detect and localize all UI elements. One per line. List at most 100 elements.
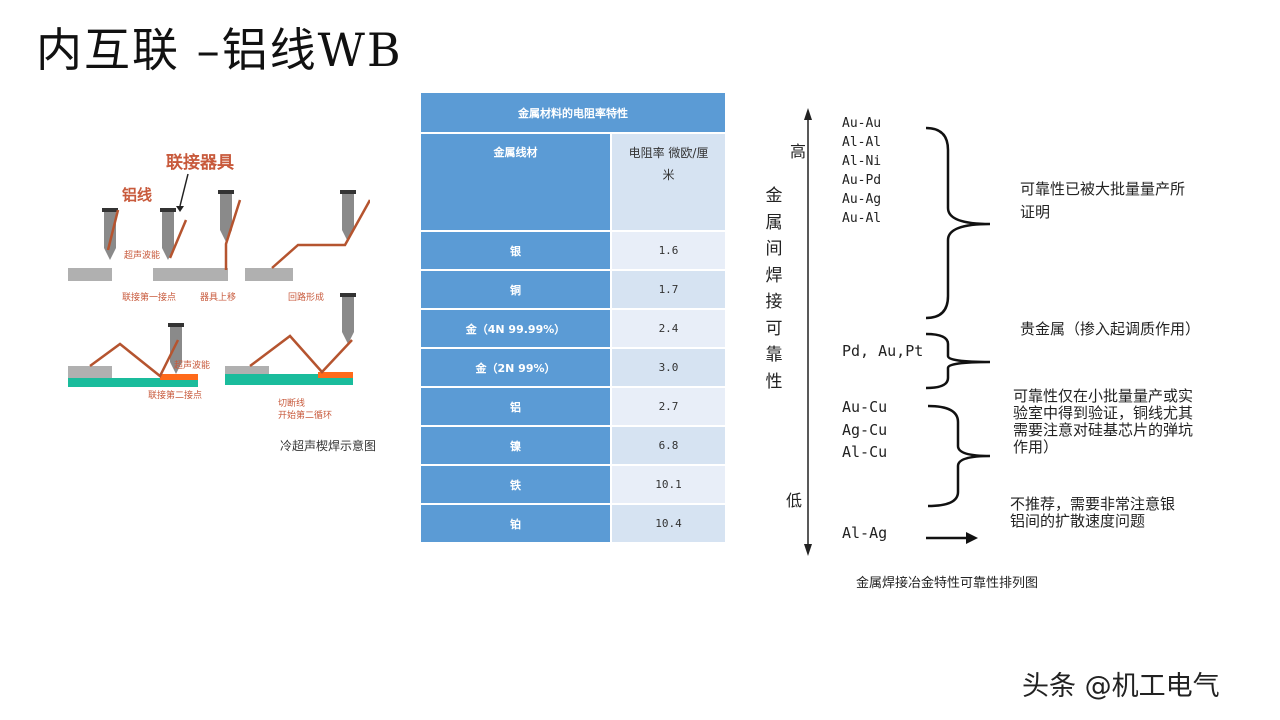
bracket-group2 — [925, 332, 991, 390]
note-line: 证明 — [1020, 203, 1051, 221]
alloy-item: Au-Al — [842, 211, 882, 226]
resistivity-cell: 10.1 — [612, 466, 725, 505]
group1-list: Au-Au Al-Al Al-Ni Au-Pd Au-Ag Au-Al — [842, 114, 881, 228]
next-cycle-label: 开始第二循环 — [278, 409, 332, 421]
group3-list: Au-Cu Ag-Cu Al-Cu — [842, 396, 887, 464]
material-cell: 银 — [421, 232, 612, 271]
bonding-tool — [218, 190, 234, 242]
vertical-char: 靠 — [765, 345, 783, 365]
alloy-item: Al-Cu — [842, 443, 888, 461]
high-label: 高 — [790, 142, 807, 161]
group2-list: Pd, Au,Pt — [842, 342, 924, 360]
material-cell: 铜 — [421, 271, 612, 310]
bond-pad — [318, 372, 353, 378]
watermark: 头条 @机工电气 — [1022, 671, 1220, 702]
alloy-item: Au-Pd — [842, 173, 882, 188]
alloy-item: Au-Cu — [842, 398, 888, 416]
table-title: 金属材料的电阻率特性 — [421, 93, 725, 134]
bonding-tool — [340, 293, 356, 344]
slide-title: 内互联 –铝线WB — [36, 23, 403, 77]
wedge-bonding-illustration: 联接器具 铝线 超声波能 联接第一接点 器具上移 回路形成 超声波能 联接第二接… — [68, 152, 370, 421]
resistivity-table: 金属材料的电阻率特性 金属线材 电阻率 微欧/厘 米 银 1.6 铜 1.7 金… — [421, 93, 725, 544]
bracket-group1 — [925, 126, 991, 320]
note-line: 可靠性已被大批量量产所 — [1020, 180, 1186, 198]
resistivity-cell: 1.6 — [612, 232, 725, 271]
table-row: 金（2N 99%） 3.0 — [421, 349, 725, 388]
tool-up-label: 器具上移 — [200, 291, 236, 303]
substrate-pad — [68, 268, 112, 281]
first-bond-label: 联接第一接点 — [122, 291, 176, 303]
table-row: 铁 10.1 — [421, 466, 725, 505]
substrate-pad — [185, 268, 228, 281]
resistivity-cell: 6.8 — [612, 427, 725, 466]
table-row: 铂 10.4 — [421, 505, 725, 544]
ultrasonic-label: 超声波能 — [124, 249, 160, 261]
material-cell: 铝 — [421, 388, 612, 427]
arrow-down-icon — [804, 544, 812, 556]
table-header-resistivity: 电阻率 微欧/厘 米 — [612, 134, 725, 232]
bonding-tool — [168, 323, 184, 374]
vertical-char: 接 — [765, 292, 783, 312]
vertical-char: 金 — [765, 186, 783, 206]
second-bond-label: 联接第二接点 — [148, 389, 202, 401]
alloy-item: Au-Au — [842, 116, 882, 131]
table-row: 铜 1.7 — [421, 271, 725, 310]
vertical-char: 焊 — [765, 265, 783, 286]
ultrasonic-label-2: 超声波能 — [174, 359, 210, 371]
resistivity-cell: 1.7 — [612, 271, 725, 310]
vertical-char: 间 — [765, 239, 783, 259]
arrow-right-icon — [966, 532, 978, 544]
table-header-resistivity-line2: 米 — [662, 168, 675, 182]
resistivity-cell: 10.4 — [612, 505, 725, 544]
table-header-material: 金属线材 — [421, 134, 612, 232]
group1-note: 可靠性已被大批量量产所 证明 — [1020, 178, 1185, 224]
table-row: 镍 6.8 — [421, 427, 725, 466]
alloy-item: Au-Ag — [842, 192, 882, 207]
table-row: 铝 2.7 — [421, 388, 725, 427]
substrate-pad — [245, 268, 293, 281]
table-header-resistivity-line1: 电阻率 微欧/厘 — [628, 146, 709, 160]
resistivity-cell: 3.0 — [612, 349, 725, 388]
group4-note: 不推荐，需要非常注意银 铝间的扩散速度问题 — [1010, 496, 1175, 530]
material-cell: 铁 — [421, 466, 612, 505]
arrow-up-icon — [804, 108, 812, 120]
bond-pad — [160, 374, 198, 380]
material-cell: 镍 — [421, 427, 612, 466]
note-line: 可靠性仅在小批量量产或实 — [1013, 387, 1194, 405]
group3-note: 可靠性仅在小批量量产或实 验室中得到验证，铜线尤其 需要注意对硅基芯片的弹坑 作… — [1013, 388, 1193, 456]
bracket-group3 — [927, 404, 991, 508]
table-row: 银 1.6 — [421, 232, 725, 271]
diagram-caption: 金属焊接冶金特性可靠性排列图 — [856, 576, 1039, 591]
bonding-tool — [340, 190, 356, 242]
note-line: 验室中得到验证，铜线尤其 — [1013, 404, 1194, 422]
bonding-tool — [160, 208, 176, 260]
vertical-char: 可 — [765, 318, 783, 339]
fixture-label: 联接器具 — [166, 152, 234, 173]
substrate-pad — [153, 268, 193, 281]
group2-note: 贵金属（掺入起调质作用） — [1020, 320, 1201, 338]
note-line: 铝间的扩散速度问题 — [1010, 512, 1146, 530]
material-cell: 铂 — [421, 505, 612, 544]
substrate — [225, 374, 353, 385]
resistivity-cell: 2.7 — [612, 388, 725, 427]
note-line: 需要注意对硅基芯片的弹坑 — [1013, 421, 1194, 439]
note-line: 作用） — [1013, 438, 1059, 456]
material-cell: 金（2N 99%） — [421, 349, 612, 388]
wire-label: 铝线 — [122, 186, 152, 204]
material-cell: 金（4N 99.99%） — [421, 310, 612, 349]
table-row: 金（4N 99.99%） 2.4 — [421, 310, 725, 349]
group4-item: Al-Ag — [842, 524, 888, 542]
vertical-axis-label: 金 属 间 焊 接 可 靠 性 — [764, 183, 784, 395]
low-label: 低 — [786, 491, 803, 510]
note-line: 不推荐，需要非常注意银 — [1010, 495, 1176, 513]
substrate — [68, 378, 198, 387]
alloy-item: Al-Al — [842, 135, 882, 150]
vertical-char: 性 — [765, 371, 783, 392]
vertical-char: 属 — [765, 212, 783, 233]
alloy-item: Al-Ni — [842, 154, 882, 169]
resistivity-cell: 2.4 — [612, 310, 725, 349]
illustration-caption: 冷超声楔焊示意图 — [280, 439, 377, 453]
reliability-diagram-lines — [804, 108, 991, 556]
alloy-item: Ag-Cu — [842, 420, 888, 439]
loop-label: 回路形成 — [288, 291, 324, 303]
